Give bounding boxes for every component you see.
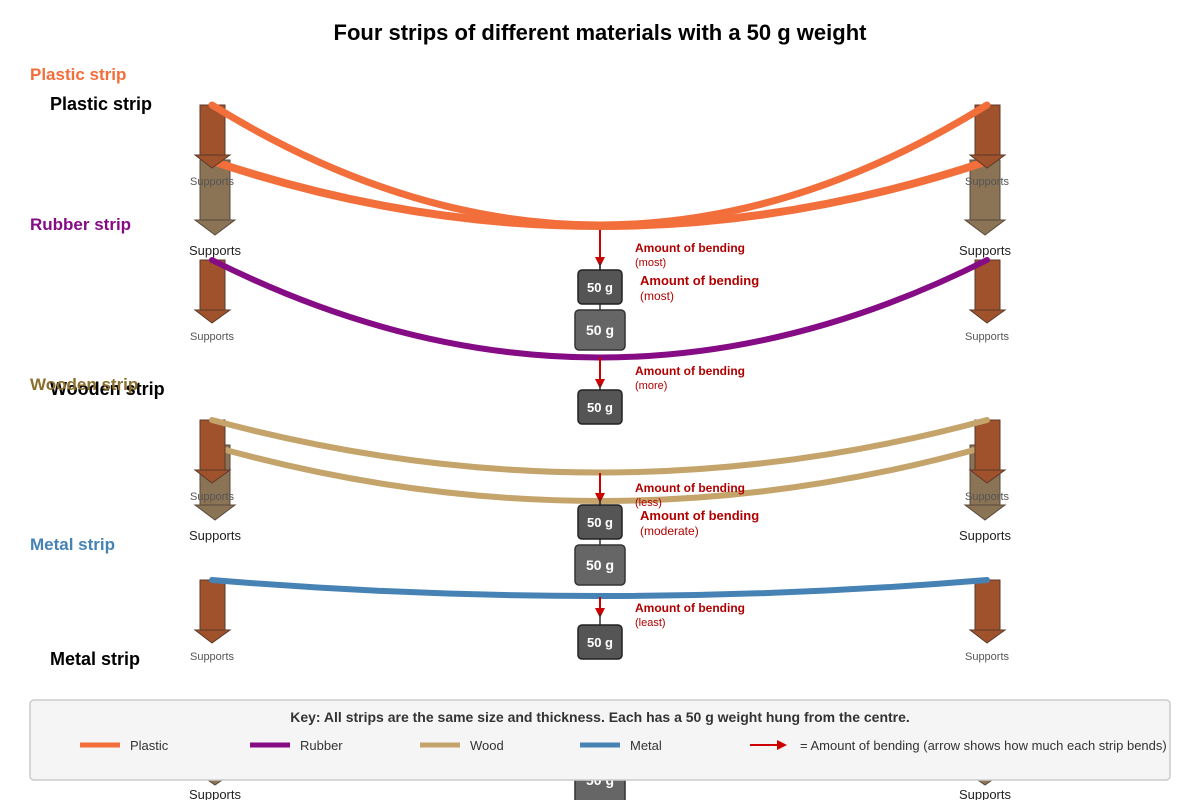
diagram-title: Four strips of different materials with … [334, 20, 868, 45]
plastic-strip-ghost [211, 158, 989, 230]
supports-label: Supports [190, 491, 235, 503]
key-label: Metal [630, 738, 662, 753]
bending-label: Amount of bending [640, 508, 759, 523]
key-arrow-label: = Amount of bending (arrow shows how muc… [800, 738, 1167, 753]
bending-level-wood: (less) [635, 497, 662, 509]
strip-title-metal-ghost: Metal strip [50, 649, 140, 669]
weight-label: 50 g [587, 515, 613, 530]
support-right [968, 579, 1007, 644]
key-label: Rubber [300, 738, 343, 753]
supports-label: Supports [965, 331, 1010, 343]
weight-rubber: 50 g [577, 389, 623, 425]
weight-label: 50 g [586, 322, 614, 338]
weight-label: 50 g [586, 557, 614, 573]
bending-label-rubber: Amount of bending [635, 364, 745, 378]
support-left [193, 419, 232, 484]
weight-label: 50 g [587, 635, 613, 650]
key-item-plastic: Plastic [80, 738, 169, 753]
strip-title-plastic-ghost: Plastic strip [50, 94, 152, 114]
strip-title-metal: Metal strip [30, 535, 115, 554]
support-right [968, 419, 1007, 484]
support-left [193, 579, 232, 644]
supports-label: Supports [189, 787, 242, 800]
weight-ghost-1: 50 g [574, 309, 626, 351]
support-right [968, 259, 1007, 324]
front-layer: Plastic strip Rubber strip Wooden strip … [30, 65, 1010, 663]
key-item-rubber: Rubber [250, 738, 343, 753]
plastic-strip [208, 101, 991, 229]
key-label: Wood [470, 738, 504, 753]
key-item-metal: Metal [580, 738, 662, 753]
supports-label: Supports [959, 528, 1012, 543]
key-box: Key: All strips are the same size and th… [29, 699, 1171, 781]
supports-label: Supports [965, 176, 1010, 188]
key-label: Plastic [130, 738, 169, 753]
bending-level: (moderate) [640, 524, 699, 538]
supports-label: Supports [189, 528, 242, 543]
bending-label: Amount of bending [640, 273, 759, 288]
wood-strip [209, 417, 990, 476]
supports-label: Supports [965, 491, 1010, 503]
bending-level-plastic: (most) [635, 257, 666, 269]
support-left [193, 259, 232, 324]
weight-ghost-2: 50 g [574, 544, 626, 586]
support-left [193, 104, 232, 169]
weight-label: 50 g [587, 400, 613, 415]
weight-plastic: 50 g [577, 269, 623, 305]
supports-label: Supports [190, 651, 235, 663]
weight-label: 50 g [587, 280, 613, 295]
bending-label-plastic: Amount of bending [635, 241, 745, 255]
key-item-arrow: = Amount of bending (arrow shows how muc… [750, 738, 1167, 753]
key-title: Key: All strips are the same size and th… [290, 709, 910, 725]
support-right-ghost-1 [963, 159, 1007, 236]
key-item-wood: Wood [420, 738, 504, 753]
support-left-ghost-1 [193, 159, 237, 236]
bending-level-metal: (least) [635, 617, 666, 629]
strip-title-wooden: Wooden strip [30, 375, 138, 394]
bending-level: (most) [640, 289, 674, 303]
strip-title-plastic: Plastic strip [30, 65, 126, 84]
strip-title-rubber: Rubber strip [30, 215, 131, 234]
supports-label: Supports [959, 243, 1012, 258]
weight-metal: 50 g [577, 624, 623, 660]
supports-label: Supports [190, 331, 235, 343]
strip-title-wooden-ghost: Wooden strip [50, 379, 165, 399]
weight-wood: 50 g [577, 504, 623, 540]
bending-level-rubber: (more) [635, 380, 667, 392]
supports-label: Supports [189, 243, 242, 258]
supports-label: Supports [965, 651, 1010, 663]
bending-label-wood: Amount of bending [635, 481, 745, 495]
metal-strip [209, 577, 990, 599]
supports-label: Supports [959, 787, 1012, 800]
supports-label: Supports [190, 176, 235, 188]
bending-label-metal: Amount of bending [635, 601, 745, 615]
